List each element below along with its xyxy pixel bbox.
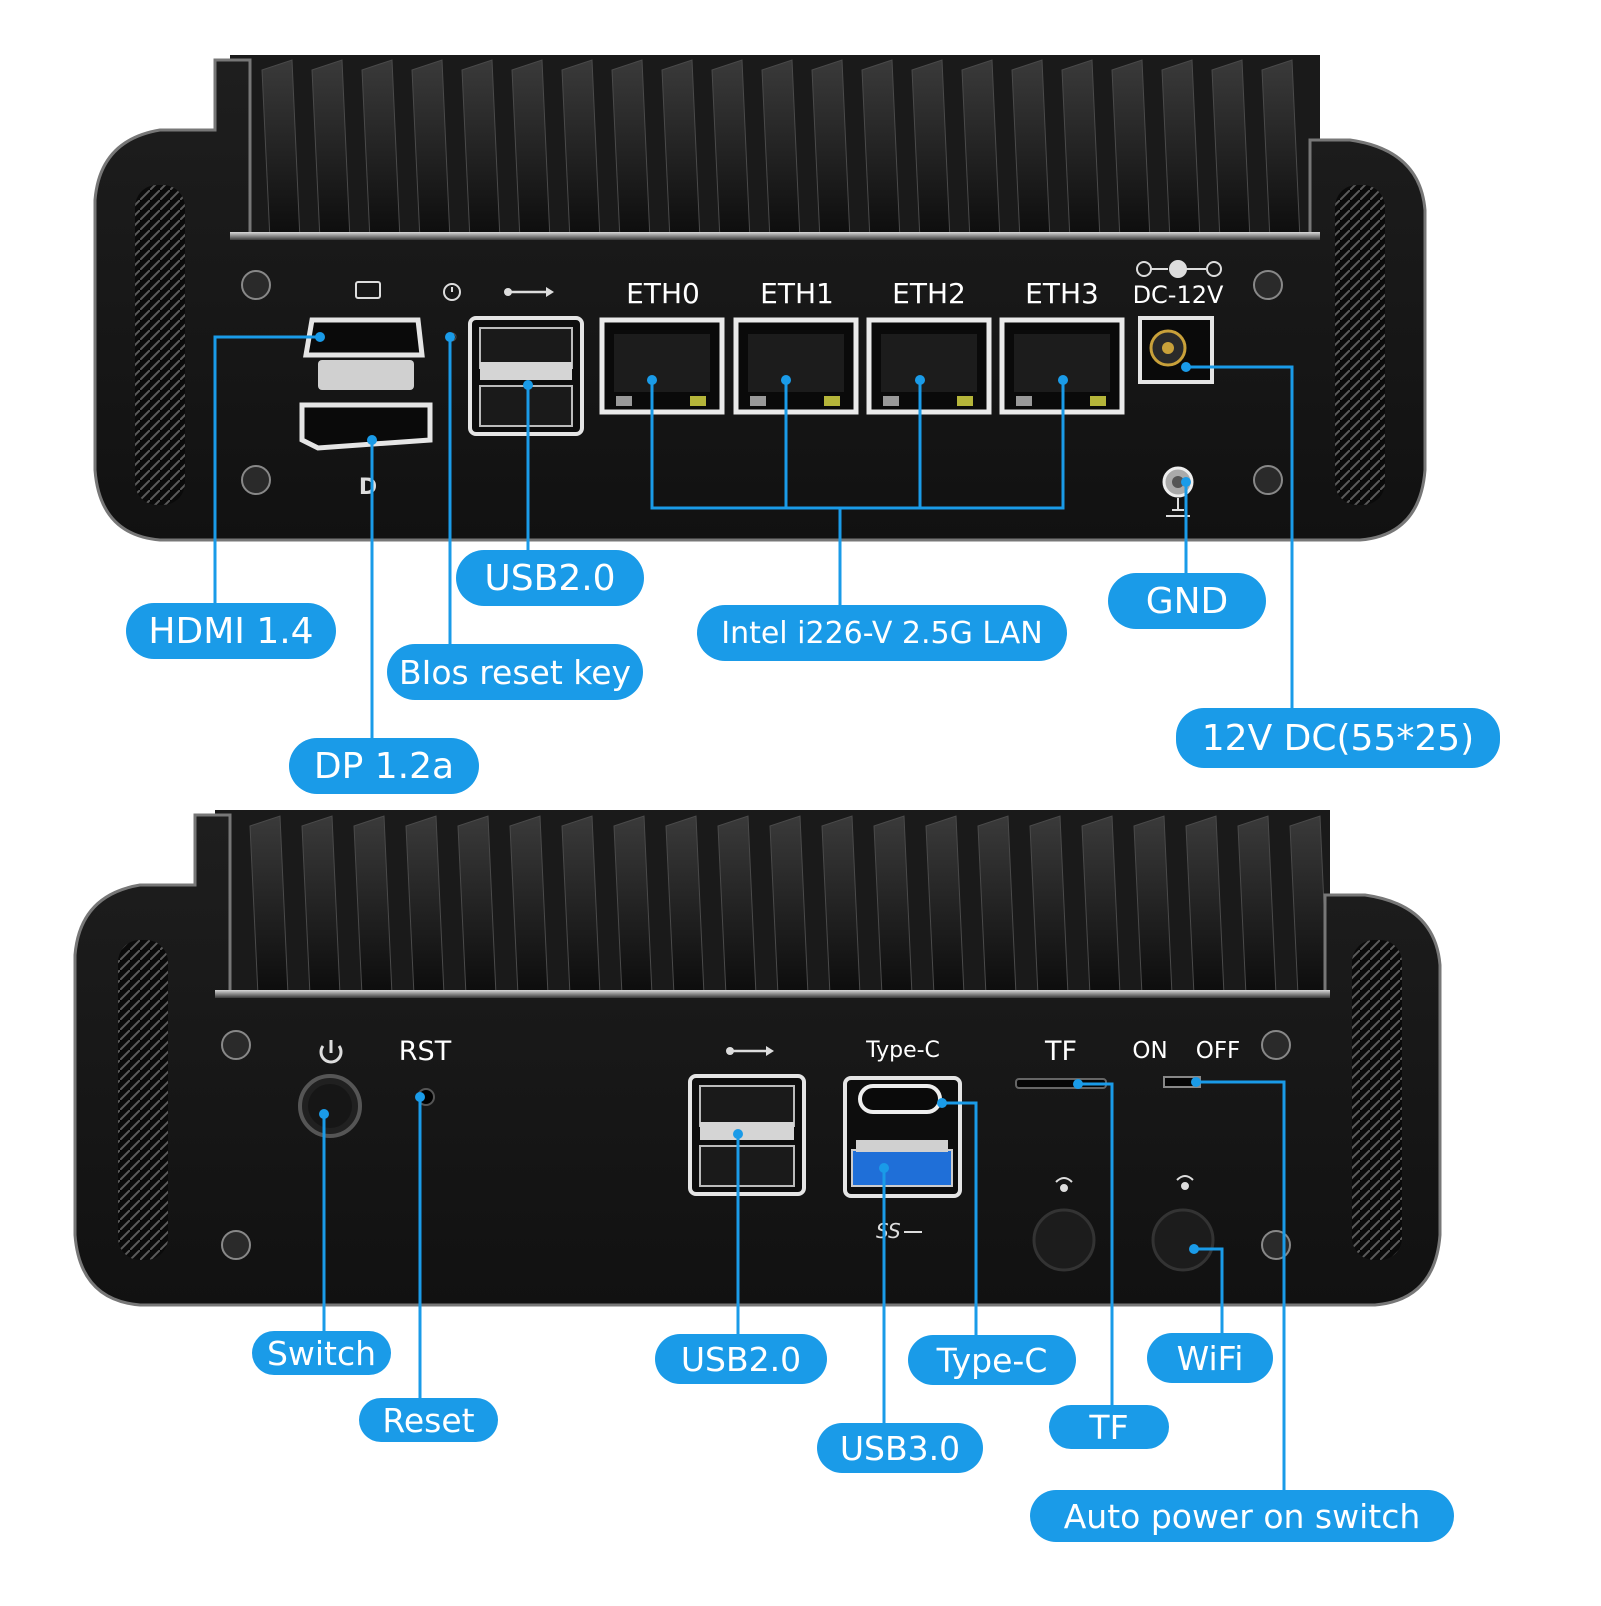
tf-port-label: TF — [1044, 1036, 1078, 1067]
callout-usb2-top: USB2.0 — [456, 550, 644, 606]
usb2-port-stack-bottom — [688, 1074, 806, 1196]
eth3-label: ETH3 — [1025, 277, 1099, 310]
usb-icon — [504, 287, 554, 297]
off-label: OFF — [1195, 1038, 1241, 1064]
callout-tf: TF — [1049, 1405, 1169, 1449]
typec-port-label: Type-C — [866, 1038, 940, 1063]
right-vent — [1335, 185, 1385, 505]
power-icon — [319, 1040, 343, 1064]
callout-hdmi: HDMI 1.4 — [126, 603, 336, 659]
left-vent-bottom — [118, 940, 168, 1260]
displayport-icon: D — [359, 475, 377, 500]
callout-dp: DP 1.2a — [289, 738, 479, 794]
callout-typec: Type-C — [908, 1335, 1076, 1385]
superspeed-icon: SS — [876, 1219, 922, 1243]
wifi-antenna-mounts — [1032, 1208, 1215, 1272]
eth0-label: ETH0 — [626, 277, 700, 310]
callout-usb2-bottom: USB2.0 — [655, 1334, 827, 1384]
bottom-leader-dots — [319, 1077, 1201, 1254]
dc-label: DC-12V — [1132, 281, 1224, 309]
wifi-icon — [1055, 1175, 1194, 1192]
eth2-label: ETH2 — [892, 277, 966, 310]
top-leader-dots — [315, 332, 1191, 487]
bottom-chassis — [73, 813, 1442, 1307]
hdmi-port — [303, 317, 425, 390]
dc-jack — [1138, 316, 1214, 384]
callout-lan: Intel i226-V 2.5G LAN — [697, 605, 1067, 661]
heatsink-fins — [230, 55, 1320, 245]
svg-text:SS: SS — [876, 1219, 901, 1243]
ethernet-ports — [599, 317, 1125, 415]
eth1-label: ETH1 — [760, 277, 834, 310]
hdmi-icon — [355, 281, 381, 299]
eth1-port — [733, 317, 859, 415]
svg-text:D: D — [359, 475, 377, 500]
callout-wifi: WiFi — [1147, 1333, 1273, 1383]
bottom-leader-lines — [322, 1080, 1286, 1493]
eth0-port — [599, 317, 725, 415]
rst-label: RST — [398, 1036, 452, 1067]
left-vent — [135, 185, 185, 505]
callout-bios-reset: BIos reset key — [387, 644, 643, 700]
bottom-device: SS — [73, 810, 1442, 1307]
callout-switch: Switch — [252, 1331, 391, 1375]
top-leader-lines — [213, 335, 1294, 740]
callout-dc: 12V DC(55*25) — [1176, 708, 1500, 768]
dc-polarity-icon — [1136, 260, 1222, 278]
heatsink-fins-bottom — [215, 810, 1330, 1000]
displayport-port — [299, 402, 433, 451]
bios-reset-icon — [443, 283, 461, 301]
callout-gnd: GND — [1108, 573, 1266, 629]
on-label: ON — [1132, 1038, 1168, 1064]
eth2-port — [866, 317, 992, 415]
power-button — [298, 1074, 362, 1138]
callout-usb3: USB3.0 — [817, 1423, 983, 1473]
callout-reset: Reset — [359, 1398, 498, 1442]
right-vent-bottom — [1352, 940, 1402, 1260]
usb2-port-stack — [468, 316, 584, 436]
typec-usb3-stack — [843, 1076, 962, 1198]
screws — [241, 270, 1283, 495]
callout-auto-power: Auto power on switch — [1030, 1490, 1454, 1542]
usb-icon-bottom — [726, 1046, 774, 1056]
top-device: D — [93, 55, 1427, 542]
